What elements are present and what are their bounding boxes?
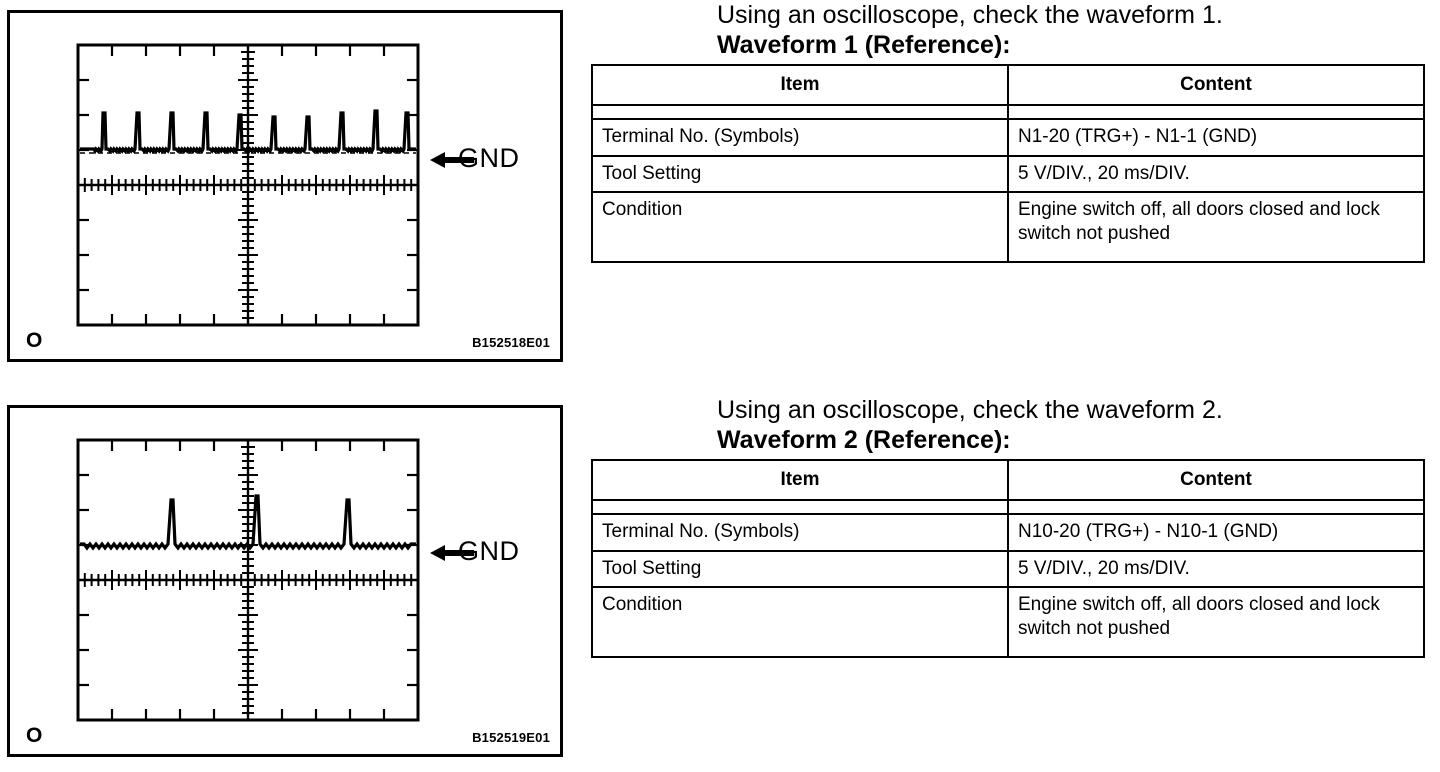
row-label-terminal-no: Terminal No. (Symbols): [591, 118, 1009, 157]
column-header-content: Content: [1007, 458, 1425, 502]
oscilloscope-grid-1: [76, 43, 420, 327]
waveform-info-1: Using an oscilloscope, check the wavefor…: [591, 0, 1431, 263]
header-double-rule: [591, 499, 1425, 516]
row-label-tool-setting: Tool Setting: [591, 549, 1009, 588]
row-value-condition: Engine switch off, all doors closed and …: [1007, 190, 1425, 263]
table-row: Condition Engine switch off, all doors c…: [591, 190, 1425, 263]
row-label-terminal-no: Terminal No. (Symbols): [591, 513, 1009, 552]
row-label-condition: Condition: [591, 190, 1009, 263]
panel-corner-mark-2: O: [26, 724, 43, 747]
gnd-label-1: GND: [458, 143, 520, 173]
row-value-terminal-no: N10-20 (TRG+) - N10-1 (GND): [1007, 513, 1425, 552]
table-header-row: Item Content: [591, 458, 1425, 502]
waveform-info-2: Using an oscilloscope, check the wavefor…: [591, 395, 1431, 658]
row-value-terminal-no: N1-20 (TRG+) - N1-1 (GND): [1007, 118, 1425, 157]
waveform-title-1: Waveform 1 (Reference):: [717, 31, 1011, 59]
row-value-tool-setting: 5 V/DIV., 20 ms/DIV.: [1007, 154, 1425, 193]
figure-code-2: B152519E01: [472, 730, 550, 745]
waveform-panel-1: GND O B152518E01: [7, 10, 563, 362]
table-row: Tool Setting 5 V/DIV., 20 ms/DIV.: [591, 549, 1425, 588]
column-header-content: Content: [1007, 63, 1425, 107]
table-row: Terminal No. (Symbols) N1-20 (TRG+) - N1…: [591, 118, 1425, 157]
table-header-row: Item Content: [591, 63, 1425, 107]
waveform-trace-1: [80, 109, 416, 155]
table-row: Terminal No. (Symbols) N10-20 (TRG+) - N…: [591, 513, 1425, 552]
oscilloscope-grid-2: [76, 438, 420, 722]
table-row: Tool Setting 5 V/DIV., 20 ms/DIV.: [591, 154, 1425, 193]
gnd-arrow-icon-1: [430, 152, 474, 168]
waveform-title-2: Waveform 2 (Reference):: [717, 426, 1011, 454]
row-label-condition: Condition: [591, 585, 1009, 658]
waveform-trace-2: [80, 494, 416, 551]
column-header-item: Item: [591, 63, 1009, 107]
row-value-tool-setting: 5 V/DIV., 20 ms/DIV.: [1007, 549, 1425, 588]
waveform-panel-2: GND O B152519E01: [7, 405, 563, 757]
instruction-text-1: Using an oscilloscope, check the wavefor…: [717, 1, 1223, 29]
figure-code-1: B152518E01: [472, 335, 550, 350]
table-row: Condition Engine switch off, all doors c…: [591, 585, 1425, 658]
gnd-arrow-icon-2: [430, 545, 474, 561]
row-label-tool-setting: Tool Setting: [591, 154, 1009, 193]
header-double-rule: [591, 104, 1425, 121]
row-value-condition: Engine switch off, all doors closed and …: [1007, 585, 1425, 658]
column-header-item: Item: [591, 458, 1009, 502]
waveform-table-1: Item Content Terminal No. (Symbols) N1-2…: [591, 63, 1425, 263]
waveform-table-2: Item Content Terminal No. (Symbols) N10-…: [591, 458, 1425, 658]
panel-corner-mark-1: O: [26, 329, 43, 352]
instruction-text-2: Using an oscilloscope, check the wavefor…: [717, 396, 1223, 424]
gnd-label-2: GND: [458, 536, 520, 566]
